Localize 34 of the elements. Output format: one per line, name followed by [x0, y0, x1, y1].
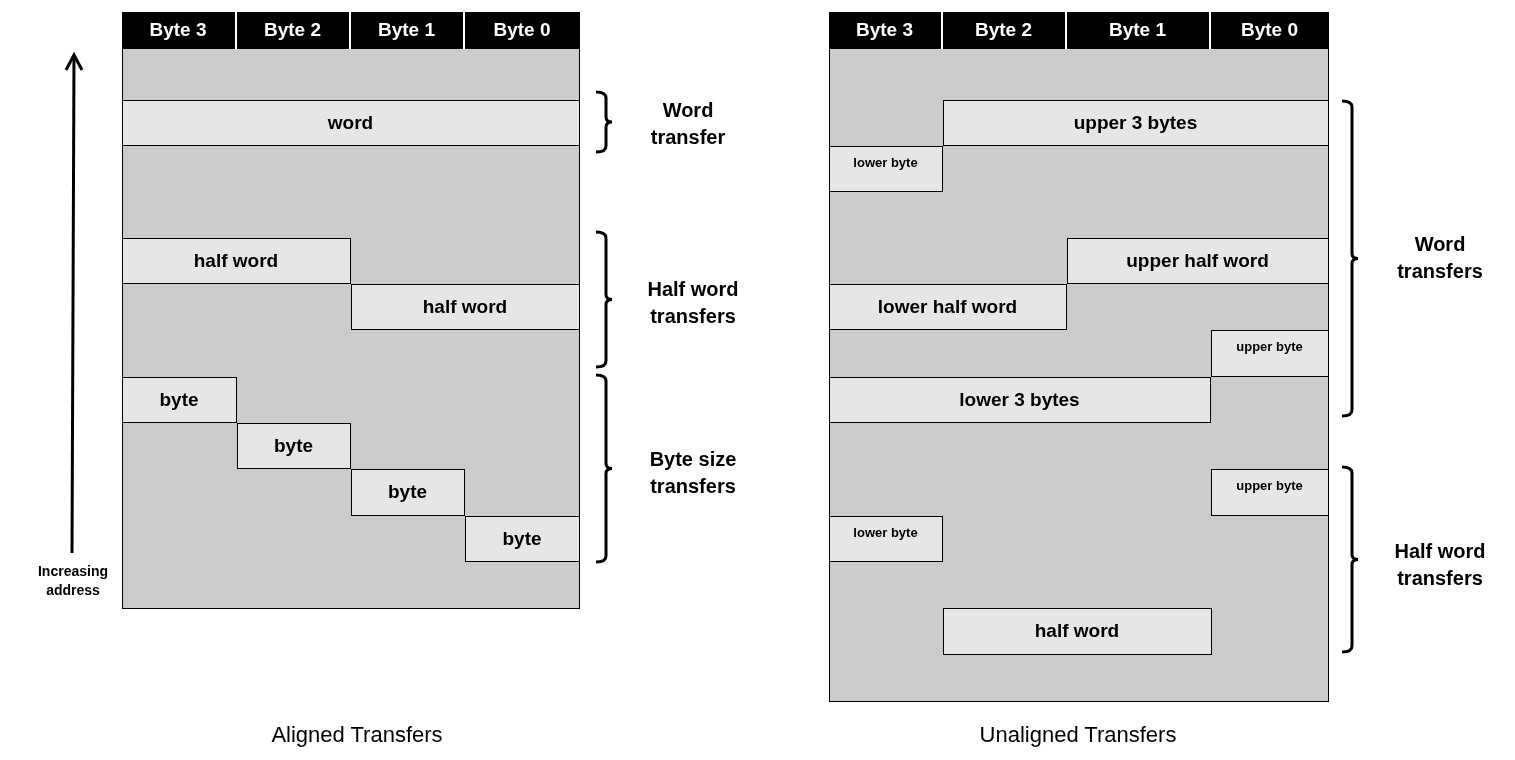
bracket-label: Half word transfers	[646, 277, 740, 329]
memory-panel	[829, 12, 1329, 702]
transfer-block: upper 3 bytes	[942, 99, 1329, 146]
transfer-block: lower 3 bytes	[828, 376, 1211, 423]
transfer-block: upper byte	[1210, 468, 1329, 516]
byte-column-header: Byte 0	[1210, 11, 1329, 49]
transfer-block: half word	[121, 237, 351, 284]
transfer-block: word	[121, 99, 580, 146]
transfer-block: lower byte	[828, 515, 943, 562]
panel-caption: Unaligned Transfers	[978, 722, 1178, 748]
bracket-label: Word transfers	[1396, 232, 1484, 284]
panel-caption: Aligned Transfers	[270, 722, 444, 748]
transfer-block: byte	[236, 422, 351, 469]
transfer-block: byte	[464, 515, 580, 562]
memory-panel	[122, 12, 580, 609]
bracket-label: Byte size transfers	[648, 447, 738, 499]
transfer-block: upper half word	[1066, 237, 1329, 284]
transfer-block: half word	[350, 283, 580, 330]
transfer-block: lower half word	[828, 283, 1067, 330]
bracket-label: Half word transfers	[1393, 539, 1487, 591]
byte-column-header: Byte 1	[350, 11, 465, 49]
byte-column-header: Byte 0	[464, 11, 580, 49]
byte-column-header: Byte 3	[121, 11, 237, 49]
byte-column-header: Byte 2	[236, 11, 351, 49]
transfer-block: byte	[350, 468, 465, 516]
axis-label: Increasing address	[37, 562, 109, 600]
transfer-block: lower byte	[828, 145, 943, 192]
byte-column-header: Byte 1	[1066, 11, 1211, 49]
transfer-block: byte	[121, 376, 237, 423]
byte-column-header: Byte 3	[828, 11, 943, 49]
transfer-block: half word	[942, 607, 1212, 655]
transfer-block: upper byte	[1210, 329, 1329, 377]
byte-column-header: Byte 2	[942, 11, 1067, 49]
bracket-label: Word transfer	[649, 98, 727, 150]
